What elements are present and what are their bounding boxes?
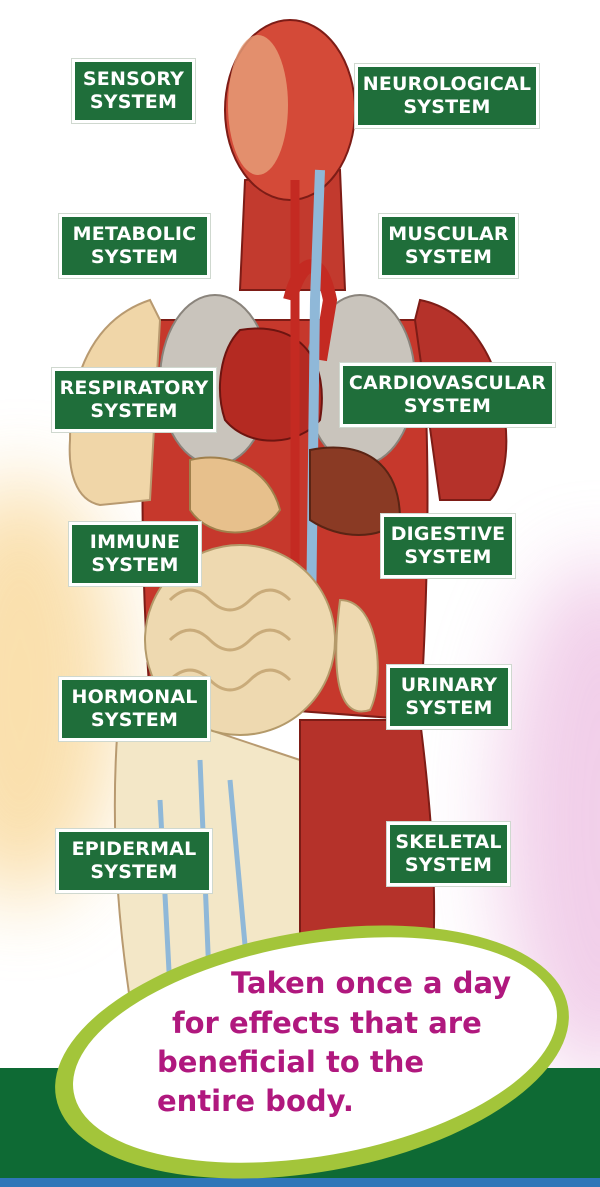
label-sensory-line1: SENSORY — [82, 68, 185, 90]
label-neurological-line1: NEUROLOGICAL — [362, 73, 532, 95]
label-epidermal-line2: SYSTEM — [90, 861, 178, 883]
label-skeletal-line1: SKELETAL — [395, 831, 502, 853]
label-metabolic-system: METABOLIC SYSTEM — [59, 214, 210, 278]
label-urinary-line1: URINARY — [400, 674, 498, 696]
label-hormonal-line1: HORMONAL — [71, 686, 198, 708]
label-digestive-line2: SYSTEM — [404, 546, 492, 568]
label-urinary-line2: SYSTEM — [405, 697, 493, 719]
label-cardiovascular-system: CARDIOVASCULAR SYSTEM — [340, 363, 555, 427]
label-hormonal-system: HORMONAL SYSTEM — [59, 677, 210, 741]
label-sensory-line2: SYSTEM — [89, 91, 178, 113]
tagline-line-3: beneficial to the — [157, 1045, 425, 1079]
label-metabolic-line1: METABOLIC — [72, 223, 197, 245]
label-immune-line1: IMMUNE — [89, 531, 181, 553]
tagline-line-4: entire body. — [157, 1084, 354, 1118]
label-respiratory-line2: SYSTEM — [90, 400, 178, 422]
label-skeletal-system: SKELETAL SYSTEM — [387, 822, 510, 886]
figure-stomach — [189, 456, 282, 534]
label-skeletal-line2: SYSTEM — [404, 854, 493, 876]
footer-stripe — [0, 1178, 600, 1187]
label-muscular-line1: MUSCULAR — [388, 223, 509, 245]
label-respiratory-system: RESPIRATORY SYSTEM — [52, 368, 216, 432]
label-immune-system: IMMUNE SYSTEM — [69, 522, 201, 586]
figure-face-skin — [228, 35, 288, 175]
label-sensory-system: SENSORY SYSTEM — [72, 59, 195, 123]
figure-colon — [335, 598, 379, 713]
label-epidermal-system: EPIDERMAL SYSTEM — [56, 829, 212, 893]
label-cardiovascular-line2: SYSTEM — [403, 395, 492, 417]
label-immune-line2: SYSTEM — [91, 554, 179, 576]
label-metabolic-line2: SYSTEM — [90, 246, 179, 268]
label-hormonal-line2: SYSTEM — [90, 709, 179, 731]
label-muscular-system: MUSCULAR SYSTEM — [379, 214, 518, 278]
label-digestive-line1: DIGESTIVE — [390, 523, 506, 545]
label-respiratory-line1: RESPIRATORY — [59, 377, 209, 399]
figure-intestine-coils — [168, 588, 292, 692]
label-epidermal-line1: EPIDERMAL — [71, 838, 197, 860]
figure-vein-main — [305, 169, 325, 701]
label-urinary-system: URINARY SYSTEM — [387, 665, 511, 729]
label-digestive-system: DIGESTIVE SYSTEM — [381, 514, 515, 578]
label-neurological-system: NEUROLOGICAL SYSTEM — [355, 64, 539, 128]
label-cardiovascular-line1: CARDIOVASCULAR — [348, 372, 547, 394]
tagline-line-1: Taken once a day — [231, 966, 512, 1000]
tagline-line-2: for effects that are — [172, 1006, 482, 1040]
label-neurological-line2: SYSTEM — [403, 96, 491, 118]
label-muscular-line2: SYSTEM — [404, 246, 493, 268]
